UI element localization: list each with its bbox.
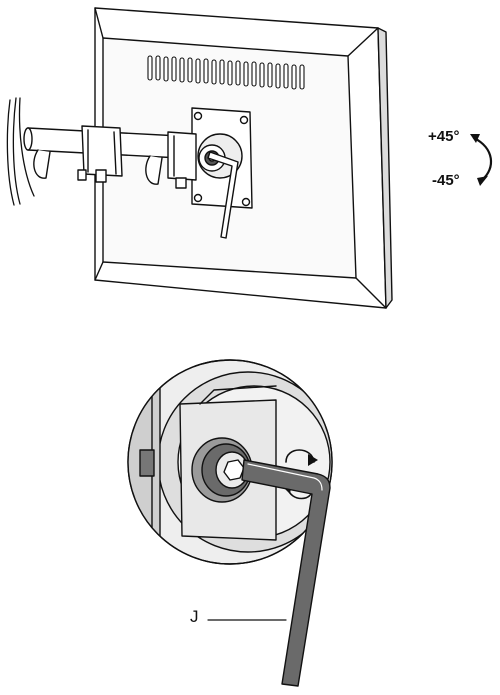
hex-key-small xyxy=(207,151,239,239)
mounting-arm xyxy=(23,125,197,189)
hex-key-large xyxy=(241,459,331,687)
detail-view xyxy=(127,359,333,565)
rotation-arrow-icon xyxy=(470,134,492,186)
vent-slots xyxy=(147,55,305,90)
rotation-positive-label: +45° xyxy=(428,128,460,145)
part-j-label: J xyxy=(190,607,199,626)
rotation-negative-label: -45° xyxy=(432,172,460,189)
cable xyxy=(6,97,35,206)
